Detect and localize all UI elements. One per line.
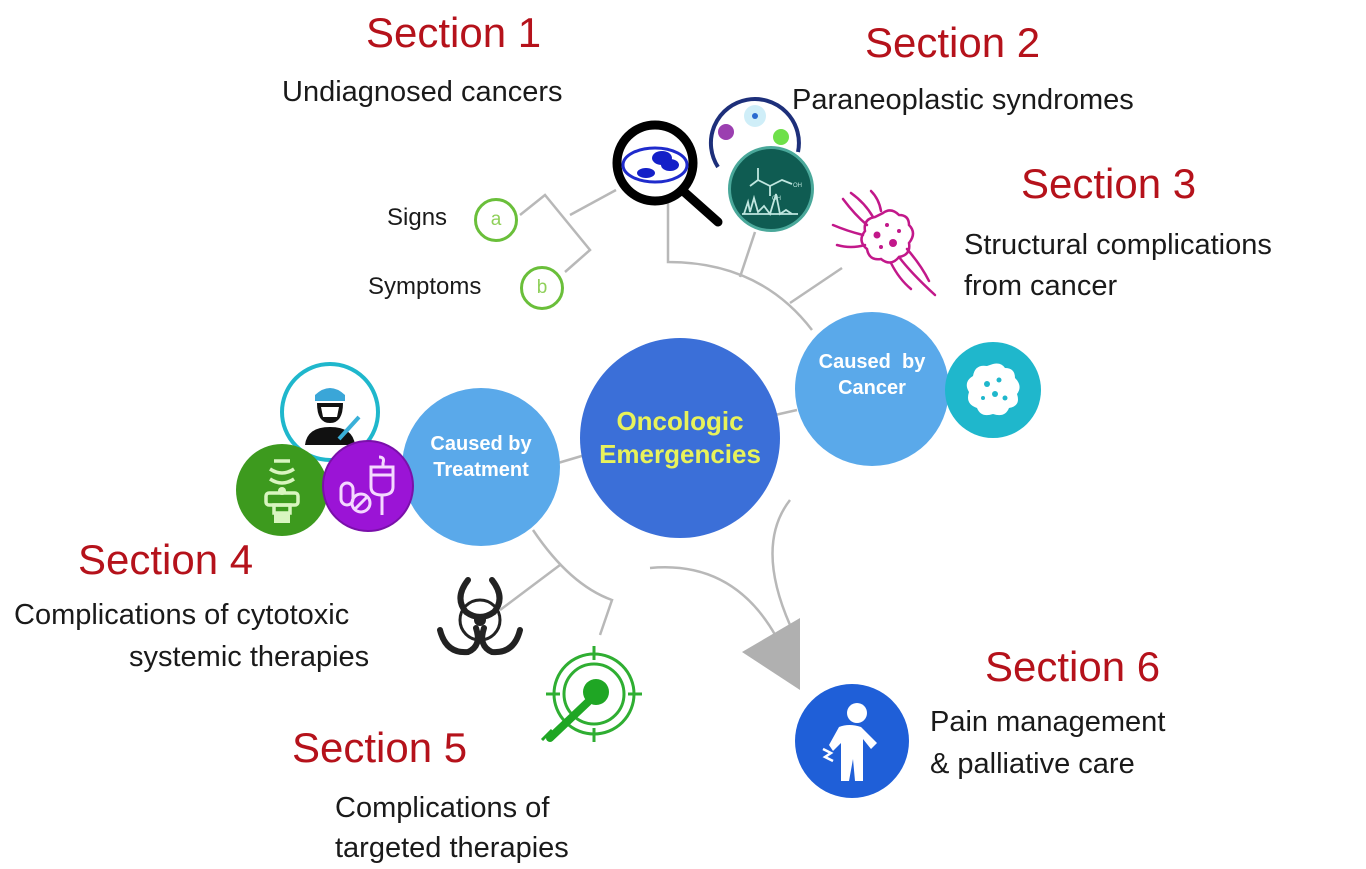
section-5-title: Section 5: [292, 724, 468, 771]
svg-text:OH: OH: [793, 183, 802, 189]
treatment-label-line-2: Treatment: [433, 459, 529, 481]
drugs-glyph: [339, 455, 395, 515]
section-6-desc-line-2: & palliative care: [930, 748, 1135, 780]
blood-cells-icon: [708, 97, 801, 169]
connector-molecule: [738, 231, 757, 278]
connector-hub-treatment: [557, 453, 586, 465]
pain-person-icon: [795, 684, 909, 798]
cancer-label-line-1: Caused by: [818, 351, 926, 373]
chemical-structure-icon: OH OH: [728, 146, 814, 232]
tumor-cell-icon: [831, 189, 937, 297]
cancer-cell-icon: [945, 342, 1041, 438]
surgeon-icon: [280, 362, 380, 462]
connector-signs-symptoms: [519, 193, 592, 273]
cancer-label-line-2: Cancer: [838, 377, 906, 399]
surgeon-glyph: [305, 388, 361, 445]
section-4-desc-line-1: Complications of cytotoxic: [14, 599, 350, 631]
section-2-desc: Paraneoplastic syndromes: [792, 84, 1134, 116]
oncologic-emergencies-hub: Oncologic Emergencies: [580, 338, 780, 538]
svg-text:OH: OH: [772, 196, 781, 202]
signs-label: Signs: [387, 204, 448, 231]
connector-top-arc: [666, 190, 813, 331]
biohazard-icon: [437, 577, 523, 656]
connector-treatment-arc: [531, 529, 614, 636]
section-5-desc-line-1: Complications of: [335, 792, 550, 824]
pills-iv-bag-icon: [322, 440, 414, 532]
section-4-desc-line-2: systemic therapies: [129, 641, 370, 673]
molecule-glyph: OH OH: [742, 168, 802, 216]
caused-by-treatment-node: Caused by Treatment: [402, 388, 560, 546]
treatment-label-line-1: Caused by: [430, 433, 532, 455]
section-5-desc-line-2: targeted therapies: [335, 832, 569, 864]
section-4-title: Section 4: [78, 536, 254, 583]
signs-letter-badge: a: [474, 198, 518, 242]
caused-by-cancer-node: Caused by Cancer: [795, 312, 949, 466]
targeted-therapy-icon: [540, 646, 642, 742]
connector-hub-cancer: [774, 408, 798, 417]
connector-arrow-left: [649, 566, 780, 641]
radiation-glyph: [264, 459, 300, 523]
connector-tumor: [789, 266, 843, 305]
pain-person-glyph: [822, 703, 877, 781]
section-1-title: Section 1: [366, 9, 542, 56]
section-1-desc: Undiagnosed cancers: [282, 76, 563, 108]
connector-magnifier: [569, 188, 617, 217]
cancer-cell-glyph: [966, 363, 1020, 416]
arrow-head: [742, 618, 800, 690]
hub-label-line-1: Oncologic: [616, 405, 744, 436]
radiation-machine-icon: [236, 444, 328, 536]
section-6-desc-line-1: Pain management: [930, 706, 1166, 738]
symptoms-letter-badge: b: [520, 266, 564, 310]
symptoms-label: Symptoms: [368, 273, 482, 300]
section-3-desc-line-1: Structural complications: [964, 229, 1272, 261]
connector-biohazard: [499, 564, 561, 611]
section-3-title: Section 3: [1021, 160, 1197, 207]
section-3-desc-line-2: from cancer: [964, 270, 1118, 302]
section-6-title: Section 6: [985, 643, 1161, 690]
section-2-title: Section 2: [865, 19, 1041, 66]
hub-label-line-2: Emergencies: [599, 439, 761, 469]
magnifying-glass-cells-icon: [612, 120, 723, 227]
connector-arrow-right: [771, 499, 792, 626]
